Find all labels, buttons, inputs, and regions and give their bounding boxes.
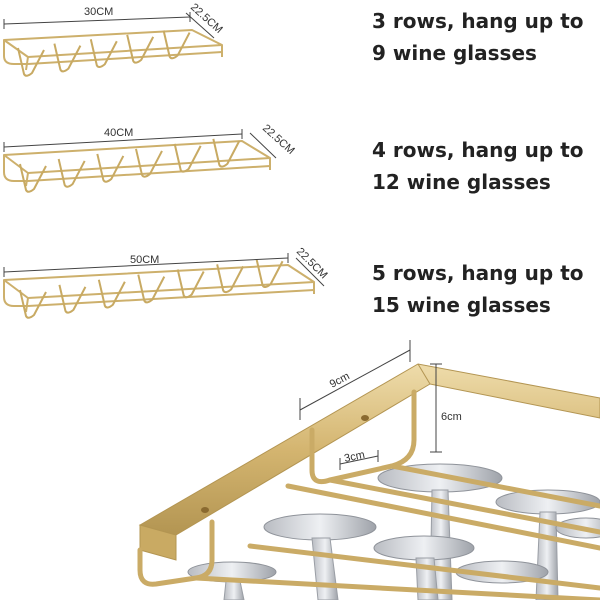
rack-50cm: 50CM 22.5CM — [3, 246, 330, 319]
rack-50cm-hooks — [19, 259, 284, 319]
caption-30cm-line1: 3 rows, hang up to — [372, 9, 584, 33]
rack-30cm-width-label: 30CM — [84, 6, 113, 18]
rack-hook — [162, 30, 191, 60]
rack-hook — [19, 289, 47, 319]
rack-hook — [212, 138, 241, 168]
rack-40cm-depth-label: 22.5CM — [260, 122, 297, 157]
rack-40cm-depth-dimension: 22.5CM — [249, 122, 297, 159]
closeup-hooks — [137, 389, 600, 603]
closeup-gap-dimension: 3cm — [339, 449, 379, 470]
caption-30cm-line2: 9 wine glasses — [372, 41, 537, 65]
rack-50cm-width-label: 50CM — [130, 254, 159, 266]
caption-40cm: 4 rows, hang up to 12 wine glasses — [372, 134, 584, 198]
rack-hook — [126, 34, 155, 64]
rack-hook — [176, 269, 205, 299]
rack-hook — [255, 259, 284, 288]
rack-40cm-width-label: 40CM — [104, 127, 133, 139]
rack-hook — [89, 39, 118, 69]
closeup-rack: 9cm 6cm 3cm — [137, 340, 600, 603]
rack-30cm-hooks — [17, 30, 191, 77]
closeup-height-label: 6cm — [441, 411, 462, 423]
closeup-height-dimension: 6cm — [430, 363, 462, 453]
screw-hole — [201, 507, 209, 513]
rack-hook — [57, 158, 86, 188]
rack-40cm-frame — [3, 140, 271, 187]
rack-50cm-width-dimension: 50CM — [3, 253, 289, 277]
rack-hook — [17, 47, 45, 77]
rack-30cm: 30CM 22.5CM — [3, 1, 225, 77]
closeup-gap-label: 3cm — [343, 449, 366, 465]
mounting-plate — [138, 363, 600, 561]
rack-hook — [53, 43, 82, 73]
rack-hook — [96, 153, 125, 183]
caption-30cm: 3 rows, hang up to 9 wine glasses — [372, 5, 584, 69]
rack-50cm-depth-label: 22.5CM — [294, 246, 330, 282]
rack-hook — [58, 284, 87, 314]
rack-hook — [19, 163, 47, 193]
rack-30cm-frame — [3, 29, 223, 71]
rack-hook — [216, 264, 245, 294]
caption-50cm-line2: 15 wine glasses — [372, 293, 551, 317]
caption-50cm-line1: 5 rows, hang up to — [372, 261, 584, 285]
closeup-width-label: 9cm — [328, 370, 352, 390]
rack-40cm-hooks — [19, 138, 241, 193]
rack-hook — [137, 274, 166, 304]
caption-40cm-line1: 4 rows, hang up to — [372, 138, 584, 162]
rack-40cm: 40CM 22.5CM — [3, 122, 297, 193]
rack-hook — [173, 143, 202, 173]
rack-hook — [97, 279, 126, 309]
rack-40cm-width-dimension: 40CM — [3, 127, 243, 152]
rack-30cm-width-dimension: 30CM — [3, 6, 191, 29]
rack-hook — [135, 148, 163, 178]
caption-40cm-line2: 12 wine glasses — [372, 170, 551, 194]
rack-30cm-depth-dimension: 22.5CM — [185, 1, 225, 39]
caption-50cm: 5 rows, hang up to 15 wine glasses — [372, 257, 584, 321]
screw-hole — [361, 415, 369, 421]
